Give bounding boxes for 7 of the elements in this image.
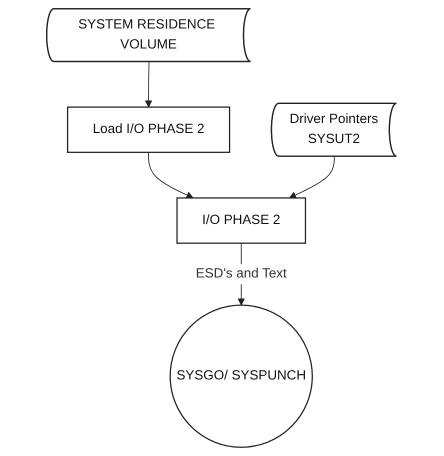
- node-box: Load I/O PHASE 2: [67, 106, 231, 153]
- edge-label: ESD's and Text: [196, 266, 288, 281]
- arrow: [289, 156, 336, 198]
- node-box: I/O PHASE 2: [176, 197, 307, 244]
- node-circle: SYSGO/ SYSPUNCH: [170, 304, 314, 448]
- arrow: [148, 152, 194, 198]
- arrow: [145, 61, 153, 108]
